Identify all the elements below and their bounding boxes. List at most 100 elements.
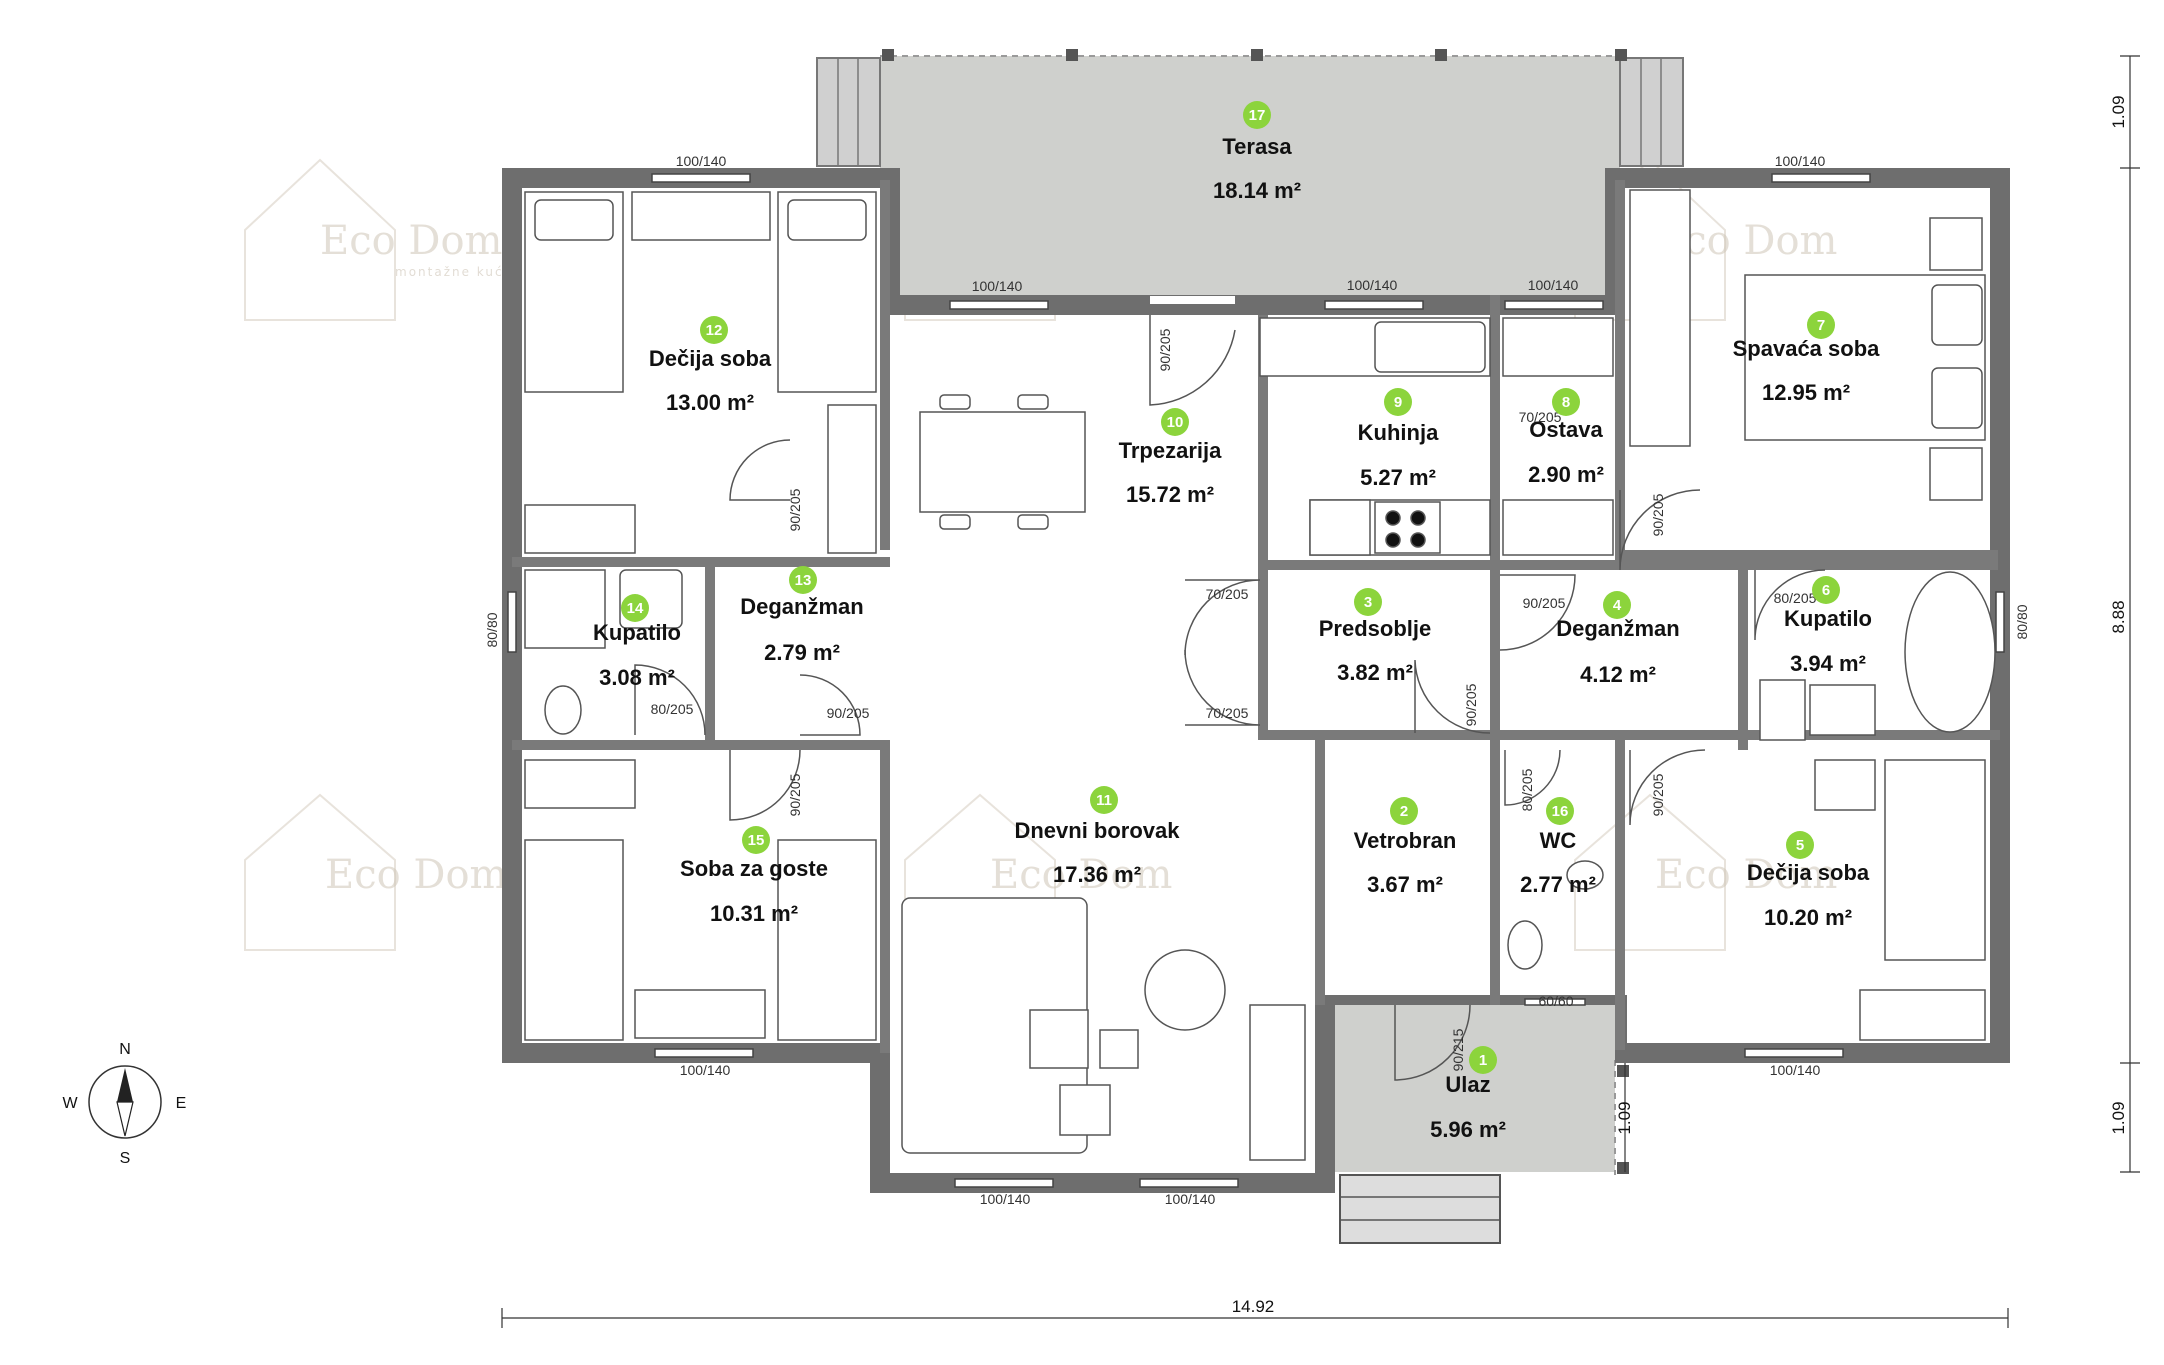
watermark-tagline: montažne kuće: [395, 265, 513, 279]
room-area: 10.31 m²: [710, 901, 798, 926]
terrace-posts: [882, 49, 1627, 61]
window-label: 100/140: [1165, 1191, 1216, 1207]
entry-steps: [1339, 1174, 1501, 1244]
room-name: Trpezarija: [1119, 438, 1222, 463]
terrace-side-right: [1619, 57, 1684, 167]
room-name: Ulaz: [1445, 1072, 1490, 1097]
window: 100/140: [1744, 1048, 1844, 1078]
watermark-brand: Eco Dom: [320, 218, 502, 264]
room-7: 7 Spavaća soba 12.95 m²: [1733, 311, 1881, 405]
room-17: 17 Terasa 18.14 m²: [1213, 101, 1301, 203]
room-labels: 12 Dečija soba 13.00 m² 17 Terasa 18.14 …: [593, 101, 1880, 1142]
room-area: 12.95 m²: [1762, 380, 1850, 405]
room-name: Predsoblje: [1319, 616, 1431, 641]
window: 100/140: [1139, 1178, 1239, 1207]
door-label: 70/205: [1206, 705, 1249, 721]
room-14: 14 Kupatilo 3.08 m²: [593, 594, 681, 690]
door-label: 90/205: [787, 488, 803, 531]
window-label: 80/80: [484, 612, 500, 647]
door-label: 80/205: [651, 701, 694, 717]
room-area: 2.79 m²: [764, 640, 840, 665]
room-6: 6 Kupatilo 3.94 m²: [1784, 576, 1872, 676]
room-area: 4.12 m²: [1580, 662, 1656, 687]
room-13: 13 Deganžman 2.79 m²: [740, 566, 864, 665]
door-label: 90/205: [1650, 773, 1666, 816]
dim-entry-side: 1.09: [1615, 1101, 1634, 1134]
room-name: WC: [1540, 828, 1577, 853]
room-number: 17: [1249, 107, 1266, 124]
door-label: 90/205: [1650, 493, 1666, 536]
window-label: 80/80: [2014, 604, 2030, 639]
room-area: 13.00 m²: [666, 390, 754, 415]
watermark-brand: Eco Dom: [990, 852, 1172, 898]
room-8: 8 Ostava 2.90 m²: [1528, 388, 1604, 487]
compass-s: S: [120, 1150, 131, 1167]
window: 100/140: [1324, 277, 1424, 310]
dimension-lines: [501, 55, 2140, 1328]
room-number: 5: [1796, 837, 1804, 854]
room-name: Spavaća soba: [1733, 336, 1881, 361]
room-name: Dnevni borovak: [1014, 818, 1180, 843]
window: 80/80: [484, 591, 517, 653]
window-label: 100/140: [1770, 1062, 1821, 1078]
room-number: 3: [1364, 594, 1372, 611]
room-name: Deganžman: [740, 594, 863, 619]
room-11: 11 Dnevni borovak 17.36 m²: [1014, 786, 1180, 887]
room-name: Terasa: [1222, 134, 1292, 159]
window: 80/80: [1995, 591, 2030, 653]
door-label: 90/205: [1463, 683, 1479, 726]
room-number: 10: [1167, 414, 1184, 431]
room-number: 7: [1817, 317, 1825, 334]
doors: [634, 296, 1826, 1081]
room-area: 18.14 m²: [1213, 178, 1301, 203]
watermark: Eco Dom: [244, 793, 507, 951]
room-area: 2.77 m²: [1520, 872, 1596, 897]
room-area: 10.20 m²: [1764, 905, 1852, 930]
room-number: 13: [795, 572, 812, 589]
terrace-side-left: [816, 57, 881, 167]
room-name: Dečija soba: [1747, 860, 1870, 885]
room-9: 9 Kuhinja 5.27 m²: [1358, 388, 1439, 490]
room-number: 6: [1822, 582, 1830, 599]
compass-w: W: [62, 1095, 78, 1112]
room-1: 1 Ulaz 5.96 m²: [1430, 1046, 1506, 1142]
compass-n: N: [119, 1041, 131, 1058]
watermark-brand: Eco Dom: [325, 852, 507, 898]
room-name: Dečija soba: [649, 346, 772, 371]
window: 100/140: [654, 1048, 754, 1078]
door-label: 90/205: [1523, 595, 1566, 611]
room-area: 17.36 m²: [1053, 862, 1141, 887]
window-label: 100/140: [1347, 277, 1398, 293]
room-name: Kupatilo: [1784, 606, 1872, 631]
watermark: Eco Dom montažne kuće: [244, 158, 513, 321]
window-label: 100/140: [1775, 153, 1826, 169]
room-name: Ostava: [1529, 417, 1603, 442]
compass: N S E W: [62, 1041, 186, 1167]
room-2: 2 Vetrobran 3.67 m²: [1354, 797, 1456, 897]
dim-total-width: 14.92: [1232, 1297, 1275, 1316]
room-number: 4: [1613, 597, 1622, 614]
room-name: Soba za goste: [680, 856, 828, 881]
window: 100/140: [1771, 153, 1871, 183]
room-name: Deganžman: [1556, 616, 1679, 641]
furniture: [524, 189, 1996, 1161]
room-number: 2: [1400, 803, 1408, 820]
room-area: 5.96 m²: [1430, 1117, 1506, 1142]
room-15: 15 Soba za goste 10.31 m²: [680, 826, 828, 926]
door-label: 90/215: [1450, 1028, 1466, 1071]
room-16: 16 WC 2.77 m²: [1520, 797, 1596, 897]
door-label: 80/205: [1774, 590, 1817, 606]
door-label: 90/205: [1157, 328, 1173, 371]
window: 60/60: [1524, 993, 1586, 1009]
window-label: 100/140: [980, 1191, 1031, 1207]
room-12: 12 Dečija soba 13.00 m²: [649, 316, 772, 415]
window-label: 100/140: [676, 153, 727, 169]
terrace-floor: [880, 56, 1620, 311]
room-4: 4 Deganžman 4.12 m²: [1556, 591, 1680, 687]
window-label: 60/60: [1538, 993, 1573, 1009]
room-name: Kuhinja: [1358, 420, 1439, 445]
entry-floor: [1335, 1000, 1615, 1172]
room-3: 3 Predsoblje 3.82 m²: [1319, 588, 1431, 685]
room-number: 16: [1552, 803, 1569, 820]
